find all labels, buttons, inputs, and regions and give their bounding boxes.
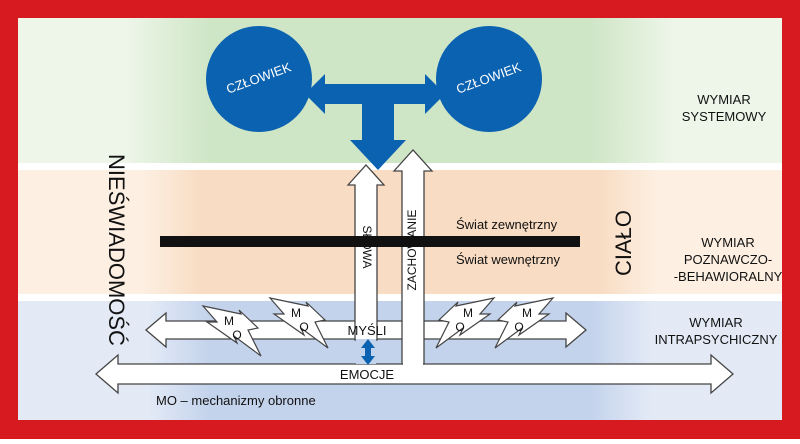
cognitive-band (18, 170, 782, 294)
defense-marker-o: O (455, 320, 464, 334)
cognitive-dimension-line2: POZNAWCZO- (684, 252, 772, 267)
systemic-dimension-line2: SYSTEMOWY (682, 109, 767, 124)
body-label: CIAŁO (611, 210, 636, 276)
defense-marker-o: O (514, 320, 523, 334)
inner-outer-divider (160, 236, 580, 247)
behavior-label: ZACHOWANIE (405, 210, 419, 291)
thoughts-emotions-arrow (361, 339, 375, 365)
inner-world-label: Świat wewnętrzny (456, 252, 561, 267)
systemic-dimension-line1: WYMIAR (697, 92, 750, 107)
thoughts-label: MYŚLI (347, 323, 386, 338)
defense-marker-m: M (463, 306, 473, 320)
emotions-arrow (95, 353, 734, 395)
intrapsychic-dimension-line2: INTRAPSYCHICZNY (655, 332, 778, 347)
legend-text: MO – mechanizmy obronne (156, 393, 316, 408)
cognitive-dimension-line1: WYMIAR (701, 235, 754, 250)
defense-marker-1: M O (201, 305, 262, 357)
interaction-arrow (305, 74, 445, 170)
defense-marker-m: M (522, 306, 532, 320)
defense-marker-m: M (224, 314, 234, 328)
behavior-arrow (392, 149, 434, 365)
words-arrow (346, 164, 386, 341)
outer-world-label: Świat zewnętrzny (456, 217, 558, 232)
defense-marker-4 (494, 297, 555, 349)
unconscious-label: NIEŚWIADOMOŚĆ (104, 154, 129, 346)
defense-marker-3 (435, 297, 496, 349)
words-thoughts-joint (356, 320, 376, 340)
person-circle-left (206, 26, 312, 132)
person-circle-right (436, 26, 542, 132)
band-separator (18, 294, 782, 301)
cognitive-dimension-line3: -BEHAWIORALNY (674, 269, 783, 284)
defense-marker-o: O (299, 320, 308, 334)
defense-marker-o: O (232, 328, 241, 342)
words-label: SŁOWA (360, 226, 374, 269)
intrapsychic-dimension-line1: WYMIAR (689, 315, 742, 330)
defense-marker-2: M O (268, 297, 329, 349)
defense-marker-m: M (291, 306, 301, 320)
behavior-emotions-joint (403, 322, 423, 365)
emotions-label: EMOCJE (340, 367, 395, 382)
intrapsychic-band (18, 301, 782, 420)
